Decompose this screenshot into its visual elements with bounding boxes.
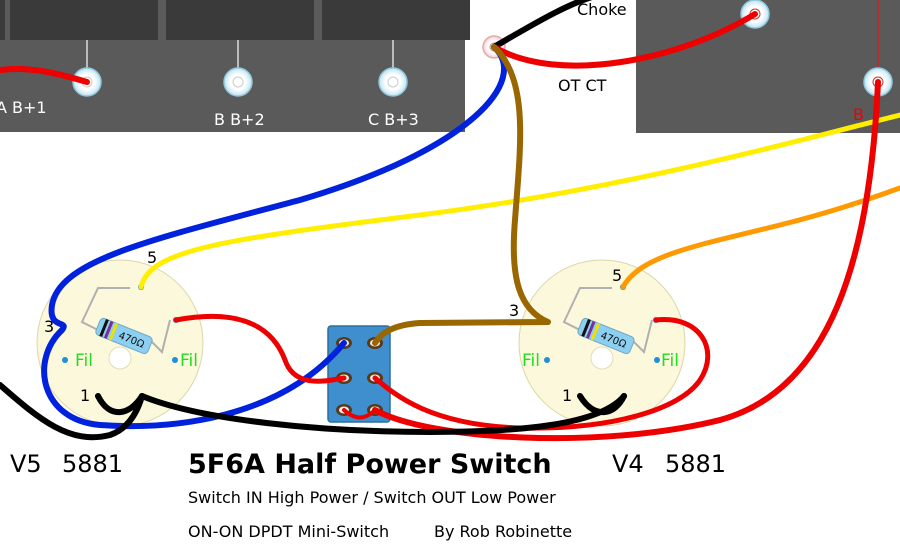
- wires: [0, 0, 900, 442]
- v4-pin-1-label: 1: [562, 386, 572, 405]
- grid-stop-resistor: 470Ω: [577, 317, 635, 355]
- pin-7: [654, 357, 660, 363]
- capacitor-b: [10, 0, 158, 40]
- v5-pin-5-label: 5: [147, 248, 157, 267]
- label-ot-ct: OT CT: [558, 76, 607, 95]
- switch-body: [327, 325, 391, 423]
- v4-pin-3-label: 3: [509, 301, 519, 320]
- band: [99, 319, 109, 337]
- pin-2: [62, 357, 68, 363]
- wire-red-ot-ct: [491, 11, 758, 69]
- label-choke: Choke: [577, 0, 627, 19]
- v5-pin-1-label: 1: [80, 386, 90, 405]
- pin-7: [172, 357, 178, 363]
- wire-black-fil-bridge: [139, 393, 627, 435]
- wire-black-fil-v5: [95, 393, 145, 416]
- board-body: [636, 0, 900, 133]
- v5-pin-3-label: 3: [44, 317, 54, 336]
- eyelet: [223, 67, 253, 97]
- band: [581, 319, 591, 337]
- wire-red-v5-plate: [173, 313, 347, 384]
- band: [590, 322, 601, 341]
- tube-v4-name: V4: [612, 450, 644, 478]
- wire-black-fil-v4: [577, 393, 627, 416]
- v5-fil-left-label: Fil: [75, 351, 93, 371]
- label-b3: C B+3: [368, 110, 419, 129]
- board-right: B: [636, 0, 900, 133]
- band: [103, 320, 114, 339]
- v4-pin-5-label: 5: [612, 266, 622, 285]
- filter-board-left: A B+1 B B+2 C B+3: [0, 0, 470, 132]
- resistor-lead: [80, 287, 130, 331]
- wire-yellow: [138, 112, 900, 290]
- wire-brown: [372, 44, 551, 346]
- wire-orange: [620, 185, 900, 290]
- socket-key: [590, 346, 614, 370]
- capacitor-a: [0, 0, 5, 40]
- tube-socket-v5: 470Ω: [36, 259, 204, 427]
- v4-fil-right-label: Fil: [661, 351, 679, 371]
- label-b1: A B+1: [0, 98, 47, 117]
- band: [585, 320, 596, 339]
- v5-fil-right-label: Fil: [180, 351, 198, 371]
- tube-socket-v4: 470Ω: [518, 259, 686, 427]
- wire-red-v4-plate: [372, 317, 711, 431]
- resistor-lead: [149, 319, 171, 354]
- wire-red-jumper: [342, 408, 377, 420]
- pin-2: [544, 357, 550, 363]
- tube-v5-name: V5: [10, 450, 42, 478]
- capacitor-d: [322, 0, 470, 40]
- capacitor-c: [166, 0, 314, 40]
- caption-author: By Rob Robinette: [434, 522, 572, 541]
- caption-switch-type: ON-ON DPDT Mini-Switch: [188, 522, 389, 541]
- label-b2: B B+2: [214, 110, 265, 129]
- wire-red-b1: [0, 65, 90, 85]
- wire-black-choke: [491, 0, 593, 50]
- resistor-lead: [562, 287, 612, 331]
- resistor-lead: [631, 319, 653, 354]
- tube-v5-type: 5881: [62, 450, 123, 478]
- band: [108, 322, 119, 341]
- caption-line-1: Switch IN High Power / Switch OUT Low Po…: [188, 488, 556, 507]
- diagram-title: 5F6A Half Power Switch: [188, 449, 552, 480]
- grid-stop-resistor: 470Ω: [95, 317, 153, 355]
- label-b: B: [853, 105, 864, 124]
- wire-blue: [41, 44, 507, 430]
- wire-black-fil-left: [0, 382, 145, 441]
- eyelet: [378, 67, 408, 97]
- v4-fil-left-label: Fil: [522, 351, 540, 371]
- socket-key: [108, 346, 132, 370]
- tube-v4-type: 5881: [665, 450, 726, 478]
